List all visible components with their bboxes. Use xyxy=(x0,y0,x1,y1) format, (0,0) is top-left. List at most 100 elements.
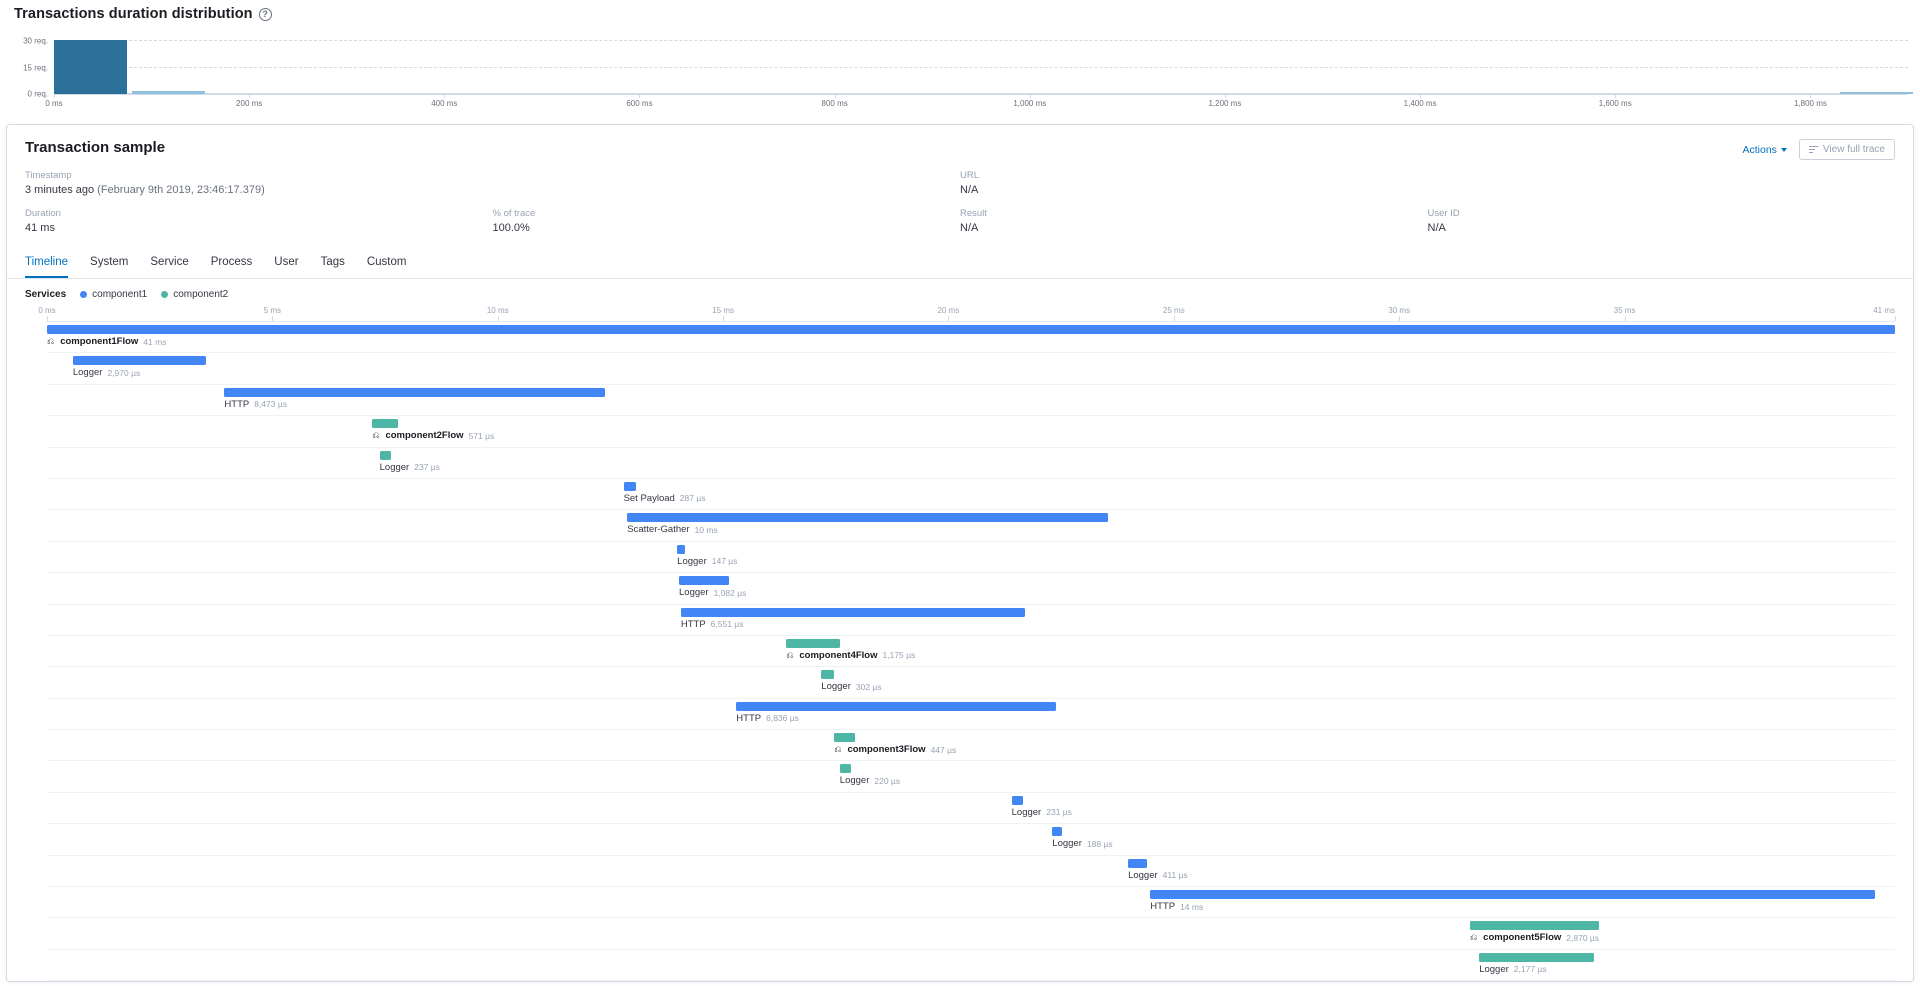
span-bar[interactable] xyxy=(821,670,835,680)
metadata-percent-of-trace: % of trace 100.0% xyxy=(493,208,961,234)
tab-user[interactable]: User xyxy=(274,256,299,268)
duration-label: Duration xyxy=(25,208,61,219)
span-bar[interactable] xyxy=(627,513,1108,523)
legend-item-component2[interactable]: component2 xyxy=(161,289,228,300)
span-row[interactable]: Set Payload728 µs xyxy=(47,981,1895,982)
timeline-tick-label: 15 ms xyxy=(712,306,734,315)
span-bar[interactable] xyxy=(1479,952,1594,962)
list-icon xyxy=(1808,144,1818,155)
actions-button[interactable]: Actions xyxy=(1742,144,1787,156)
chart-x-tick xyxy=(1029,94,1031,98)
chart-bar[interactable] xyxy=(1839,92,1913,94)
span-duration: 302 µs xyxy=(855,681,882,692)
chart-x-tick xyxy=(444,94,446,98)
url-label: URL xyxy=(960,170,980,181)
span-bar[interactable] xyxy=(372,419,399,429)
span-bar[interactable] xyxy=(1128,858,1147,868)
panel-title: Transaction sample xyxy=(25,139,166,156)
legend-item-component1[interactable]: component1 xyxy=(80,289,147,300)
view-full-trace-button[interactable]: View full trace xyxy=(1798,139,1895,160)
tab-service[interactable]: Service xyxy=(150,256,189,268)
transactions-duration-distribution: Transactions duration distribution ? 0 r… xyxy=(0,0,1920,110)
chart-x-tick xyxy=(249,94,251,98)
span-bar[interactable] xyxy=(72,356,206,366)
span-bar[interactable] xyxy=(736,701,1056,711)
span-name[interactable]: component5Flow xyxy=(1483,932,1562,944)
metadata-user-id: User ID N/A xyxy=(1428,208,1896,234)
span-bar[interactable] xyxy=(623,481,637,491)
span-bar[interactable] xyxy=(834,733,855,743)
chart-plot-area[interactable]: 0 req.15 req.30 req. xyxy=(23,36,1913,99)
chart-x-tick-label: 1,000 ms xyxy=(1013,99,1047,108)
chart-x-tick xyxy=(1810,94,1812,98)
span-duration: 2,870 µs xyxy=(1566,932,1600,943)
tab-process[interactable]: Process xyxy=(210,256,253,268)
span-bar[interactable] xyxy=(679,576,729,586)
span-name[interactable]: component2Flow xyxy=(385,430,464,442)
tab-timeline[interactable]: Timeline xyxy=(25,250,69,278)
span-bar[interactable] xyxy=(677,544,685,554)
chart-bar[interactable] xyxy=(132,90,206,94)
span-bar[interactable] xyxy=(379,450,391,460)
chart-x-tick xyxy=(639,94,641,98)
span-name[interactable]: component3Flow xyxy=(847,744,926,756)
chart-bar[interactable] xyxy=(54,39,128,94)
tab-tags[interactable]: Tags xyxy=(320,256,345,268)
span-bar[interactable] xyxy=(1052,827,1062,837)
chart-x-tick xyxy=(834,94,836,98)
help-icon[interactable]: ? xyxy=(258,7,272,21)
span-bar[interactable] xyxy=(47,325,1895,334)
span-name[interactable]: component4Flow xyxy=(799,649,878,661)
span-bar[interactable] xyxy=(224,387,606,397)
panel-header-actions: Actions View full trace xyxy=(1742,139,1895,160)
span-bar[interactable] xyxy=(1469,921,1600,931)
span-duration: 1,175 µs xyxy=(882,650,916,661)
span-bar[interactable] xyxy=(1011,795,1023,805)
chart-x-tick xyxy=(54,94,55,98)
page-title: Transactions duration distribution xyxy=(14,6,253,22)
timeline-tick xyxy=(1399,316,1401,321)
chart-gridline: 15 req. xyxy=(23,63,1908,72)
tab-custom[interactable]: Custom xyxy=(366,256,407,268)
span-name[interactable]: component1Flow xyxy=(60,336,139,347)
chart-x-tick xyxy=(1224,94,1226,98)
span-bar[interactable] xyxy=(786,638,840,648)
span-bar[interactable] xyxy=(839,764,851,774)
chart-x-tick-label: 600 ms xyxy=(626,99,653,108)
span-bar[interactable] xyxy=(1150,890,1875,900)
span-duration: 14 ms xyxy=(1180,901,1204,912)
tab-system[interactable]: System xyxy=(90,256,129,268)
span-bar[interactable] xyxy=(680,607,1025,617)
